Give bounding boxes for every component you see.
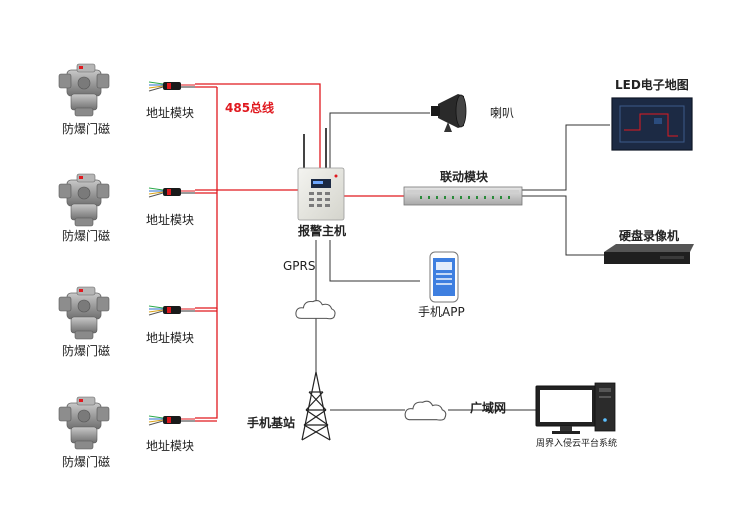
- door-magnet-2: [58, 173, 110, 227]
- host-phone-link: [329, 240, 420, 282]
- platform-label: 周界入侵云平台系统: [536, 439, 618, 449]
- address-module-label-1: 地址模块: [146, 106, 195, 120]
- linkage-nvr-link: [520, 195, 605, 256]
- address-module-icon: [148, 305, 196, 316]
- alarm-host-icon: [297, 128, 345, 221]
- bus-485-label: 485总线: [225, 101, 275, 115]
- led-map-label: LED电子地图: [615, 78, 689, 92]
- phone-app-icon: [429, 251, 459, 303]
- bus-line-1: [195, 83, 321, 194]
- gprs-label: GPRS: [283, 259, 316, 273]
- address-module-icon: [148, 415, 196, 426]
- signal-links: [315, 112, 610, 411]
- nvr-icon: [604, 244, 694, 264]
- door-magnet-4: [58, 396, 110, 450]
- explosion-proof-door-magnet-icon: [58, 396, 110, 450]
- door-magnet-label-2: 防爆门磁: [62, 229, 111, 243]
- cloud-icon: [404, 400, 447, 421]
- door-magnet-label-1: 防爆门磁: [62, 122, 111, 136]
- nvr-label: 硬盘录像机: [619, 229, 680, 243]
- host-speaker-link: [329, 112, 430, 170]
- bus-line-4: [195, 308, 218, 419]
- address-module-icon: [148, 81, 196, 92]
- explosion-proof-door-magnet-icon: [58, 286, 110, 340]
- door-magnet-3: [58, 286, 110, 340]
- door-magnet-1: [58, 63, 110, 117]
- explosion-proof-door-magnet-icon: [58, 63, 110, 117]
- alarm-host-label: 报警主机: [298, 224, 347, 238]
- base-station-label: 手机基站: [247, 416, 296, 430]
- cloud-icon: [295, 300, 336, 320]
- explosion-proof-door-magnet-icon: [58, 173, 110, 227]
- speaker-icon: [431, 94, 467, 132]
- linkage-ledmap-link: [520, 124, 610, 191]
- cell-tower-icon: [301, 371, 331, 441]
- linkage-module-label: 联动模块: [440, 170, 489, 184]
- door-magnet-label-3: 防爆门磁: [62, 344, 111, 358]
- computer-icon: [535, 382, 616, 434]
- address-module-icon: [148, 187, 196, 198]
- bus-trunk-left: [195, 87, 218, 191]
- linkage-module-icon: [403, 186, 523, 206]
- speaker-label: 喇叭: [490, 106, 515, 120]
- wan-label: 广域网: [470, 401, 507, 415]
- address-module-label-3: 地址模块: [146, 331, 195, 345]
- phone-app-label: 手机APP: [418, 305, 465, 319]
- led-map-screen-icon: [611, 97, 693, 151]
- address-module-label-2: 地址模块: [146, 213, 195, 227]
- door-magnet-label-4: 防爆门磁: [62, 455, 111, 469]
- address-module-label-4: 地址模块: [146, 439, 195, 453]
- bus-line-3: [195, 190, 218, 309]
- bus-485-wiring: [195, 83, 410, 422]
